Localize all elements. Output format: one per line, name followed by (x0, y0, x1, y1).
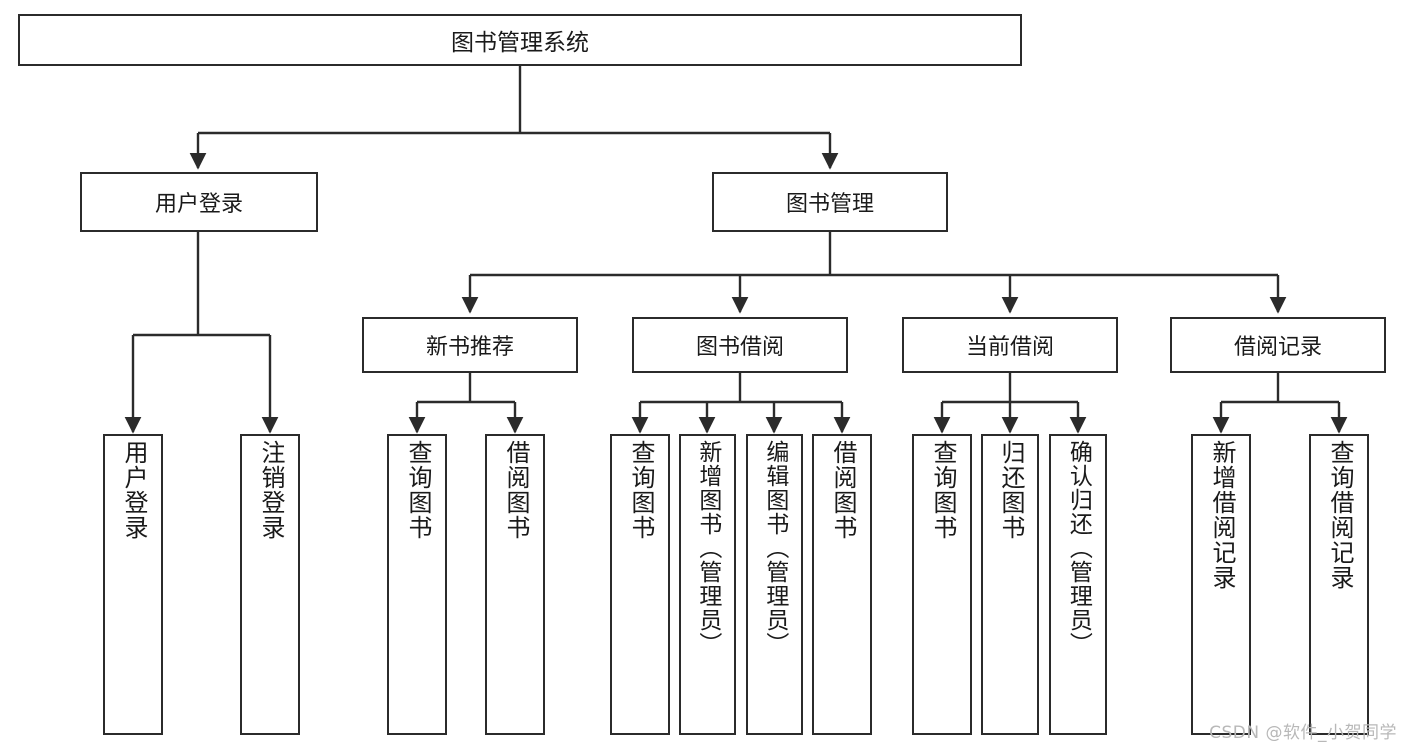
node-book-borrow[interactable]: 图书借阅 (632, 317, 848, 373)
leaf-query-borrow-record[interactable]: 查询借阅记录 (1309, 434, 1369, 735)
leaf-label: 查询图书 (403, 440, 432, 540)
node-label: 用户登录 (154, 192, 243, 217)
leaf-label: 新增图书（管理员） (694, 440, 721, 656)
node-user-login[interactable]: 用户登录 (80, 172, 318, 232)
leaf-label: 确认归还（管理员） (1065, 440, 1092, 656)
leaf-borrow-book[interactable]: 借阅图书 (812, 434, 872, 735)
node-label: 图书管理系统 (451, 30, 589, 56)
leaf-edit-book-admin[interactable]: 编辑图书（管理员） (746, 434, 803, 735)
leaf-label: 归还图书 (996, 440, 1025, 540)
node-label: 新书推荐 (425, 335, 514, 360)
node-label: 借阅记录 (1233, 335, 1322, 360)
leaf-label: 借阅图书 (501, 440, 530, 540)
leaf-label: 用户登录 (119, 440, 148, 540)
leaf-label: 新增借阅记录 (1207, 440, 1236, 590)
leaf-query-book-current[interactable]: 查询图书 (912, 434, 972, 735)
leaf-user-login[interactable]: 用户登录 (103, 434, 163, 735)
leaf-label: 查询图书 (928, 440, 957, 540)
watermark: CSDN @软件_小贺同学 (1209, 723, 1397, 743)
node-borrow-record[interactable]: 借阅记录 (1170, 317, 1386, 373)
leaf-label: 查询借阅记录 (1325, 440, 1354, 590)
leaf-add-book-admin[interactable]: 新增图书（管理员） (679, 434, 736, 735)
leaf-return-book[interactable]: 归还图书 (981, 434, 1039, 735)
node-label: 图书管理 (785, 192, 874, 217)
leaf-label: 查询图书 (626, 440, 655, 540)
node-label: 当前借阅 (965, 335, 1054, 360)
node-label: 图书借阅 (695, 335, 784, 360)
leaf-borrow-book-recommend[interactable]: 借阅图书 (485, 434, 545, 735)
leaf-label: 注销登录 (256, 440, 285, 540)
node-root-system[interactable]: 图书管理系统 (18, 14, 1022, 66)
node-current-borrow[interactable]: 当前借阅 (902, 317, 1118, 373)
leaf-logout[interactable]: 注销登录 (240, 434, 300, 735)
node-book-management[interactable]: 图书管理 (712, 172, 948, 232)
leaf-label: 借阅图书 (828, 440, 857, 540)
leaf-query-book-recommend[interactable]: 查询图书 (387, 434, 447, 735)
node-new-book-recommend[interactable]: 新书推荐 (362, 317, 578, 373)
leaf-confirm-return-admin[interactable]: 确认归还（管理员） (1049, 434, 1107, 735)
leaf-query-book-borrow[interactable]: 查询图书 (610, 434, 670, 735)
leaf-label: 编辑图书（管理员） (761, 440, 788, 656)
leaf-add-borrow-record[interactable]: 新增借阅记录 (1191, 434, 1251, 735)
